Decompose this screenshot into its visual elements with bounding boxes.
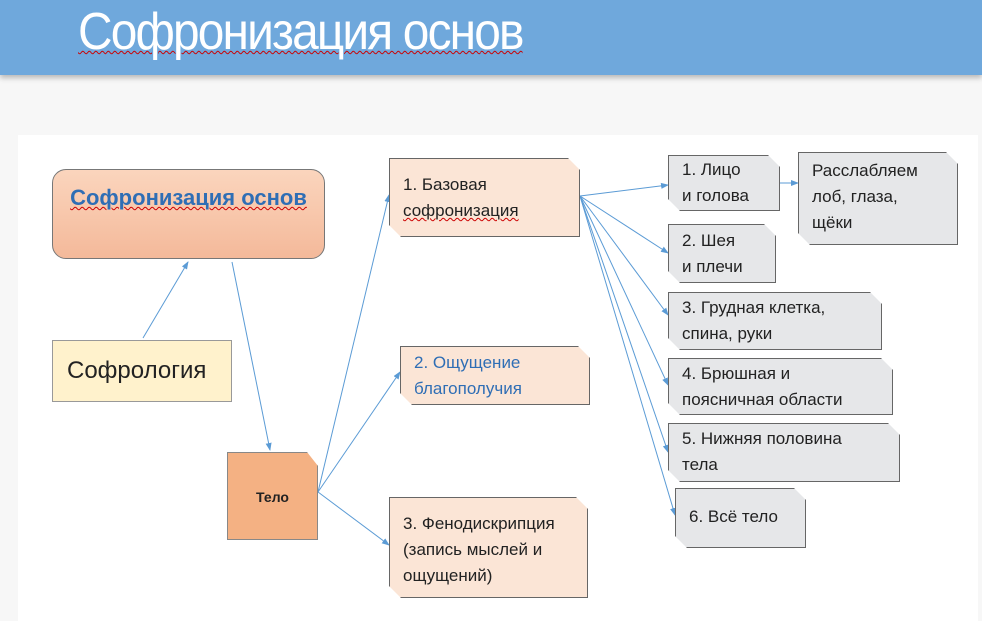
part-whole-body: 6. Всё тело [675,488,806,548]
arrow [317,491,390,546]
root-node: Софронизация основ [52,169,325,259]
sofrology-node: Софрология [52,340,232,402]
body-node: Тело [227,452,318,540]
arrow [579,195,676,516]
arrow [142,261,189,339]
arrow [317,194,391,493]
arrow [579,195,669,254]
arrow [231,261,272,451]
slide-title: Софронизация основ [78,3,524,61]
arrow [579,195,669,386]
arrow [579,195,669,453]
arrow [579,182,669,197]
arrow [579,195,669,316]
arrow [317,371,401,493]
title-bar: Софронизация основ [0,0,982,75]
part-chest: 3. Грудная клетка,спина, руки [668,292,882,350]
